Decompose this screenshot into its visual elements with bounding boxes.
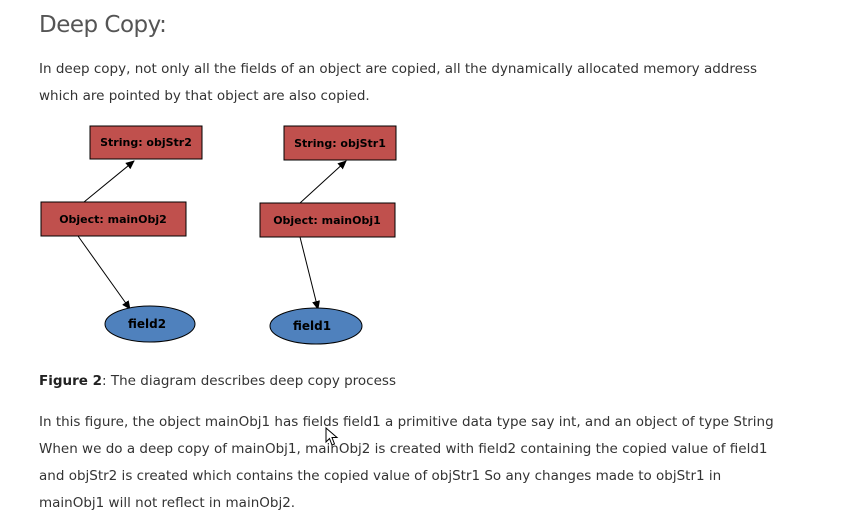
node-field1-label: field1 (293, 319, 331, 333)
explanation-line-1: In this figure, the object mainObj1 has … (39, 414, 774, 430)
node-mainobj1: Object: mainObj1 (259, 202, 396, 238)
arrow-main1-to-field1 (299, 236, 320, 310)
explanation-line-3: and objStr2 is created which contains th… (39, 468, 722, 484)
explanation-line-4: mainObj1 will not reflect in mainObj2. (39, 495, 296, 511)
node-objstr1-label: String: objStr1 (294, 137, 386, 150)
explanation-line-2: When we do a deep copy of mainObj1, main… (39, 441, 768, 457)
node-mainobj1-label: Object: mainObj1 (273, 214, 381, 227)
arrow-main2-to-field2 (77, 235, 131, 310)
node-field1: field1 (269, 307, 363, 345)
node-field2-label: field2 (128, 317, 166, 331)
intro-line-1: In deep copy, not only all the fields of… (39, 61, 758, 77)
arrow-main1-to-str1 (299, 160, 347, 204)
intro-paragraph: In deep copy, not only all the fields of… (39, 56, 757, 110)
caption-text: : The diagram describes deep copy proces… (102, 373, 396, 389)
figure-caption: Figure 2: The diagram describes deep cop… (39, 368, 396, 395)
node-objstr2-label: String: objStr2 (100, 136, 192, 149)
node-objstr1: String: objStr1 (283, 125, 397, 161)
mouse-cursor-icon (325, 427, 339, 446)
explanation-paragraph: In this figure, the object mainObj1 has … (39, 409, 774, 517)
caption-label: Figure 2 (39, 373, 103, 389)
node-objstr2: String: objStr2 (89, 125, 203, 160)
node-mainobj2: Object: mainObj2 (40, 201, 187, 237)
arrow-main2-to-str2 (83, 160, 135, 203)
node-mainobj2-label: Object: mainObj2 (59, 213, 167, 226)
section-heading: Deep Copy: (39, 12, 167, 38)
intro-line-2: which are pointed by that object are als… (39, 88, 370, 104)
node-field2: field2 (104, 305, 196, 343)
